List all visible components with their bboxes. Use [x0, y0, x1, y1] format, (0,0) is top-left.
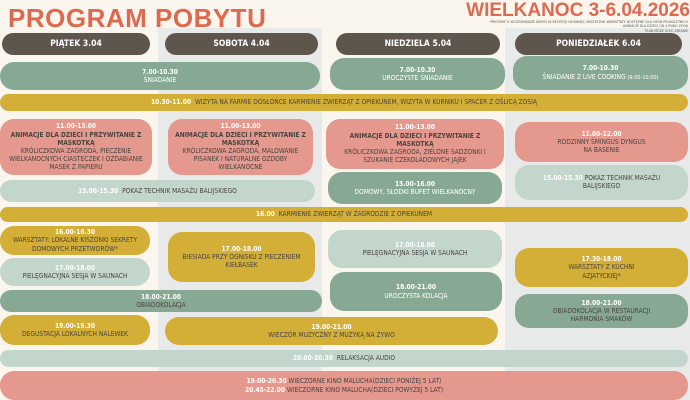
event-desc: ŚNIADANIE Z LIVE COOKING [542, 72, 626, 81]
event-time: 11.00-13.00 [395, 123, 435, 132]
event-time: 15.00-16.00 [395, 179, 435, 188]
day-header-monday: PONIEDZIAŁEK 6.04 [515, 33, 682, 55]
event-title: ANIMACJE DLA DZIECI I PRZYWITANIE Z MASK… [10, 130, 142, 147]
event-desc: RODZINNY ŚMINGUS DYNGUS NA BASENIE [557, 137, 646, 155]
event-time: 11.00-13.00 [56, 122, 96, 131]
note: *PROSIMY O WCZEŚNIEJSZE ZAPISY W RECEPCJ… [489, 20, 688, 24]
event-time: 16.00 [255, 210, 275, 219]
event-desc: KRÓLICZKOWA ZAGRODA, MALOWANIE PISANEK I… [182, 147, 299, 172]
event-desc: WIECZÓR MUZYCZNY Z MUZYKĄ NA ŻYWO [268, 331, 395, 339]
event-time: 17.30-18.00 [581, 255, 622, 264]
event-title: WIELKANOC 3-6.04.2026 [466, 0, 690, 21]
event-desc: POKAZ TECHNIK MASAŻU BALIJSKIEGO [122, 186, 237, 195]
event-time: 18.00-21.00 [396, 283, 436, 292]
event-desc: ŚNIADANIE [143, 76, 177, 84]
notes: *PROSIMY O WCZEŚNIEJSZE ZAPISY W RECEPCJ… [490, 20, 688, 33]
day-header-friday: PIĄTEK 3.04 [2, 33, 150, 55]
event-time: 10.30-11.00 [151, 98, 192, 107]
note: ANIMACJE DLA DZIECI OD 4 ROKU ŻYCIA [622, 24, 688, 29]
event-time: 15.00-15.30 [542, 174, 583, 182]
event-desc: PIELĘGNACYJNA SESJA W SAUNACH [362, 249, 468, 257]
event-desc: PIELĘGNACYJNA SESJA W SAUNACH [22, 272, 128, 280]
event-desc: KRÓLICZKOWA ZAGRODA, ZIELONE SADZONKI I … [344, 148, 486, 165]
event-desc: KARMIENIE ZWIERZĄT W ZAGRODZIE Z OPIEKUN… [278, 210, 432, 219]
event-desc: DEGUSTACJA LOKALNYCH NALEWEK [22, 330, 128, 338]
event-cinema: 19.00-20.30 WIECZORNE KINO MALUCHA(DZIEC… [0, 371, 688, 400]
event-time: 15.00-15.30 [78, 186, 119, 195]
event-time: 20.00-20.30 [292, 354, 333, 363]
event-time: 17.00-18.00 [55, 263, 95, 272]
event-time: 11.00-12.00 [581, 129, 622, 138]
event-desc: WARSZTATY Z KUCHNI AZJATYCKIEJ* [568, 263, 635, 280]
event-time: 17.00-18.00 [395, 240, 435, 249]
event-time: 11.00-13.00 [220, 122, 261, 131]
event-title: ANIMACJE DLA DZIECI I PRZYWITANIE Z MASK… [349, 131, 481, 148]
event-time: 17.00-18.00 [221, 244, 262, 253]
note: PLAN MOŻE ULEC ZMIANIE [644, 28, 688, 33]
event-desc: WARSZTATY: LOKALNE KISZONKI SEKRETY DOMO… [13, 236, 137, 253]
event-massage-monday: 15.00-15.30 POKAZ TECHNIK MASAŻU BALIJSK… [515, 165, 688, 200]
event-desc: DOMOWY, SŁODKI BUFET WIELKANOCNY [354, 188, 476, 196]
event-time: 16.00-16.30 [55, 228, 95, 237]
event-desc: UROCZYSTE ŚNIADANIE [382, 74, 453, 82]
event-desc: KRÓLICZKOWA ZAGRODA, PIECZENIE WIELKANOC… [9, 147, 143, 172]
event-time: 19.00-19.30 [55, 321, 95, 330]
event-desc: POKAZ TECHNIK MASAŻU BALIJSKIEGO [582, 174, 661, 191]
event-desc: RELAKSACJA AUDIO [336, 354, 396, 363]
event-time: 18.00-21.00 [141, 292, 181, 301]
event-time: 7.00-10.30 [399, 65, 436, 74]
event-time: 18.00-21.00 [581, 298, 622, 307]
page-title: PROGRAM POBYTU [8, 3, 267, 33]
event-desc: OBIADOKOLACJA [136, 301, 186, 309]
event-time: 7.00-10.30 [142, 67, 178, 76]
event-desc: WIECZORNE KINO MALUCHA(DZIECI PONIŻEJ 5 … [288, 377, 442, 386]
event-time: 7.00-10.30 [582, 64, 619, 73]
event-desc: WIECZORNE KINO MALUCHA(DZIECI POWYŻEJ 5 … [286, 385, 444, 394]
event-desc: WIZYTA NA FARMIE DOSŁOŃCE KARMIENIE ZWIE… [195, 98, 537, 107]
event-desc: UROCZYSTA KOLACJA [384, 291, 448, 300]
day-header-saturday: SOBOTA 4.04 [165, 33, 318, 55]
event-desc: BIESIADA PRZY OGNISKU Z PIECZENIEM KIEŁB… [182, 252, 301, 270]
event-time: 19.00-21.00 [311, 322, 352, 331]
event-time: 20.45-22.00 [244, 385, 285, 394]
day-header-sunday: NIEDZIELA 5.04 [336, 33, 500, 55]
event-extra: (9.00-10.00) [627, 74, 659, 81]
event-time: 19.00-20.30 [246, 377, 287, 386]
event-desc: OBIADOKOLACJA W RESTAURACJI HARMONIA SMA… [552, 306, 651, 324]
event-title: ANIMACJE DLA DZIECI I PRZYWITANIE Z MASK… [175, 130, 306, 147]
